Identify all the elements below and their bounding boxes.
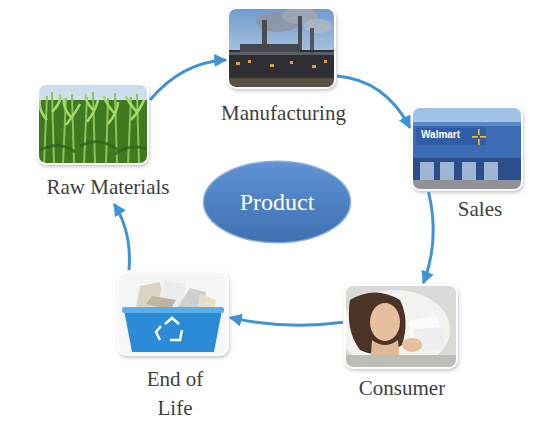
stage-picture-box: Sales (412, 107, 522, 190)
corn-field-photo (38, 84, 148, 164)
factory-photo (228, 8, 335, 88)
stage-caption: Sales (458, 195, 502, 224)
stage-caption: Consumer (359, 374, 445, 403)
cycle-arrow (150, 60, 226, 100)
stage-caption: End of Life (135, 365, 215, 423)
stage-caption: Manufacturing (221, 99, 346, 128)
cycle-arrow (423, 192, 433, 283)
stage-picture-box: Raw Materials (38, 84, 148, 164)
node-label: Product (240, 189, 315, 216)
cycle-arrow (114, 204, 129, 270)
store-photo (412, 107, 522, 190)
stage-picture-box: Consumer (345, 285, 457, 368)
product-ellipse: Product (202, 160, 352, 244)
stage-picture-box: End of Life (118, 272, 228, 355)
cycle-arrow (337, 76, 410, 128)
consumer-photo (340, 285, 457, 370)
sign-text: Walmart (421, 129, 460, 140)
stage-picture-box: Manufacturing (228, 8, 335, 88)
cycle-arrow (230, 318, 343, 326)
recycling-bin-photo (118, 272, 228, 355)
stage-caption: Raw Materials (46, 173, 169, 202)
ellipse-shape (204, 161, 351, 242)
